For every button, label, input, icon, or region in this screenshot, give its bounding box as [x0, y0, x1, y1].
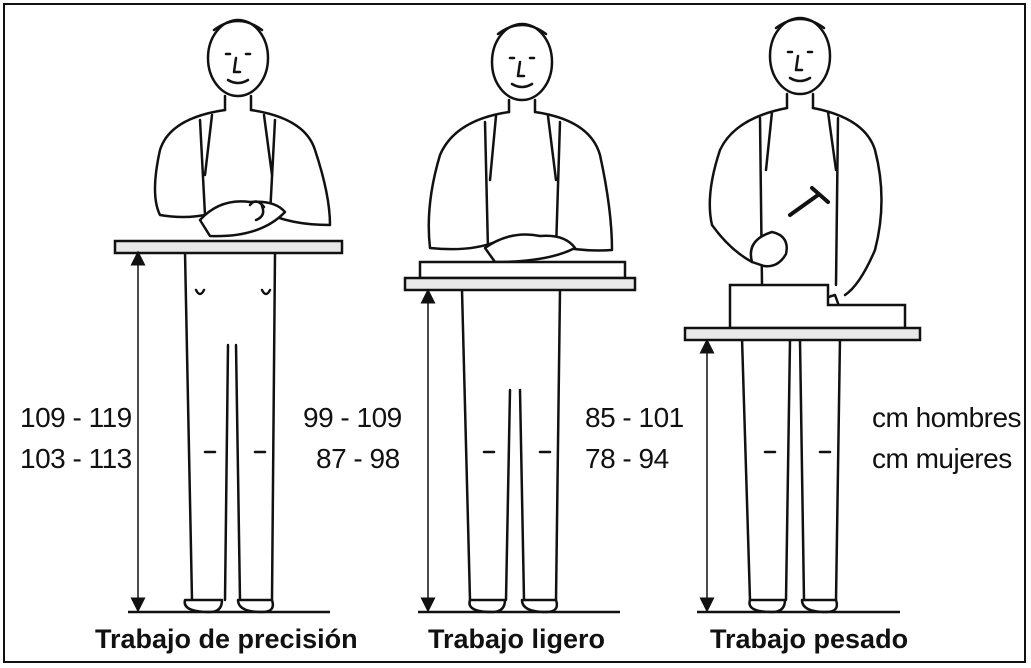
women-range-heavy: 78 - 94 — [585, 443, 669, 474]
legend-women: cm mujeres — [872, 443, 1012, 474]
worker-figure-light — [427, 22, 614, 614]
workpiece-heavy — [728, 283, 907, 330]
caption-precision-work: Trabajo de precisión — [95, 624, 358, 654]
caption-heavy-work: Trabajo pesado — [710, 624, 909, 654]
workbench-light — [403, 276, 637, 292]
men-range-light: 99 - 109 — [303, 402, 402, 433]
workpiece-light — [418, 260, 627, 280]
caption-light-work: Trabajo ligero — [428, 624, 606, 654]
men-range-heavy: 85 - 101 — [585, 402, 684, 433]
women-range-light: 87 - 98 — [316, 443, 400, 474]
legend-men: cm hombres — [872, 402, 1022, 433]
men-range-precision: 109 - 119 — [20, 402, 132, 433]
women-range-precision: 103 - 113 — [20, 443, 132, 474]
workbench-heavy — [683, 326, 922, 342]
worker-figure-precision — [153, 18, 332, 614]
workbench-precision — [113, 239, 344, 255]
